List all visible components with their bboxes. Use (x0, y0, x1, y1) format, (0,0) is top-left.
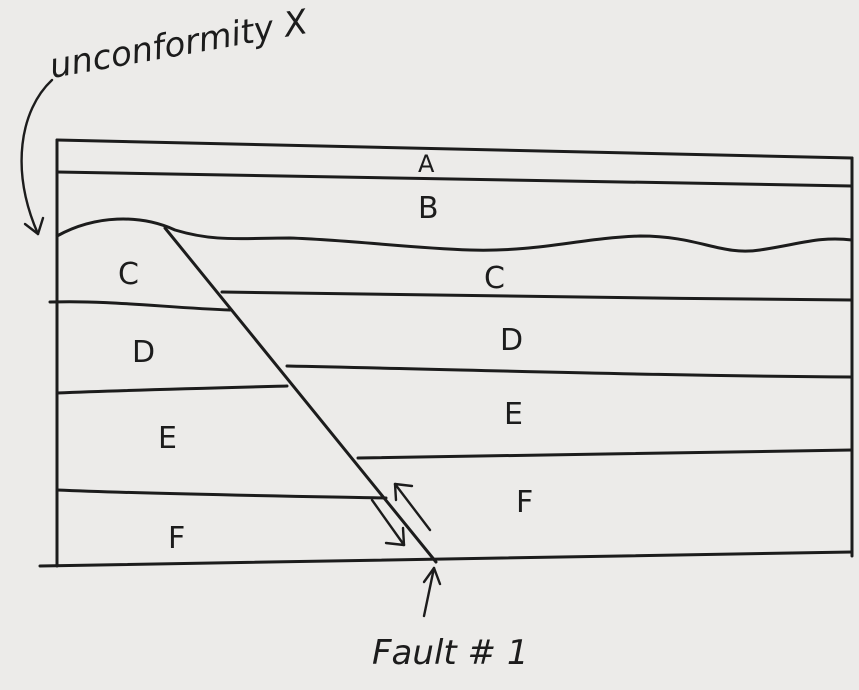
layer-c-left-label: C (118, 257, 139, 292)
section-top-border (55, 138, 854, 160)
contact-c-d-right (220, 290, 854, 302)
up-arrow-head (393, 482, 414, 502)
layer-b-label: B (418, 191, 439, 226)
layer-f-left-label: F (168, 521, 185, 556)
up-motion-arrow (393, 482, 432, 532)
contact-e-f-left (55, 488, 388, 500)
contact-e-f-right (356, 448, 854, 460)
contact-c-d-left (48, 300, 232, 312)
fault-arrow-head (422, 566, 442, 586)
layer-c-right-label: C (484, 261, 505, 296)
fault-plane (163, 226, 438, 564)
contact-d-e-left (55, 384, 289, 395)
layer-d-left-label: D (132, 335, 155, 370)
fault-label: Fault # 1 (372, 633, 528, 673)
unconformity-arrow-head (23, 216, 45, 236)
layer-d-right-label: D (500, 323, 523, 358)
layer-e-right-label: E (504, 397, 523, 432)
contact-a-b (55, 170, 854, 188)
down-motion-arrow (370, 498, 406, 547)
down-arrow-head (384, 526, 406, 547)
fault-pointer-arrow (422, 566, 436, 618)
layer-e-left-label: E (158, 421, 177, 456)
section-base-line (38, 550, 854, 568)
layer-a-label: A (418, 150, 435, 178)
unconformity-surface (55, 217, 854, 253)
layer-f-right-label: F (516, 485, 533, 520)
unconformity-pointer-arrow (20, 78, 54, 236)
contact-d-e-right (285, 364, 854, 379)
